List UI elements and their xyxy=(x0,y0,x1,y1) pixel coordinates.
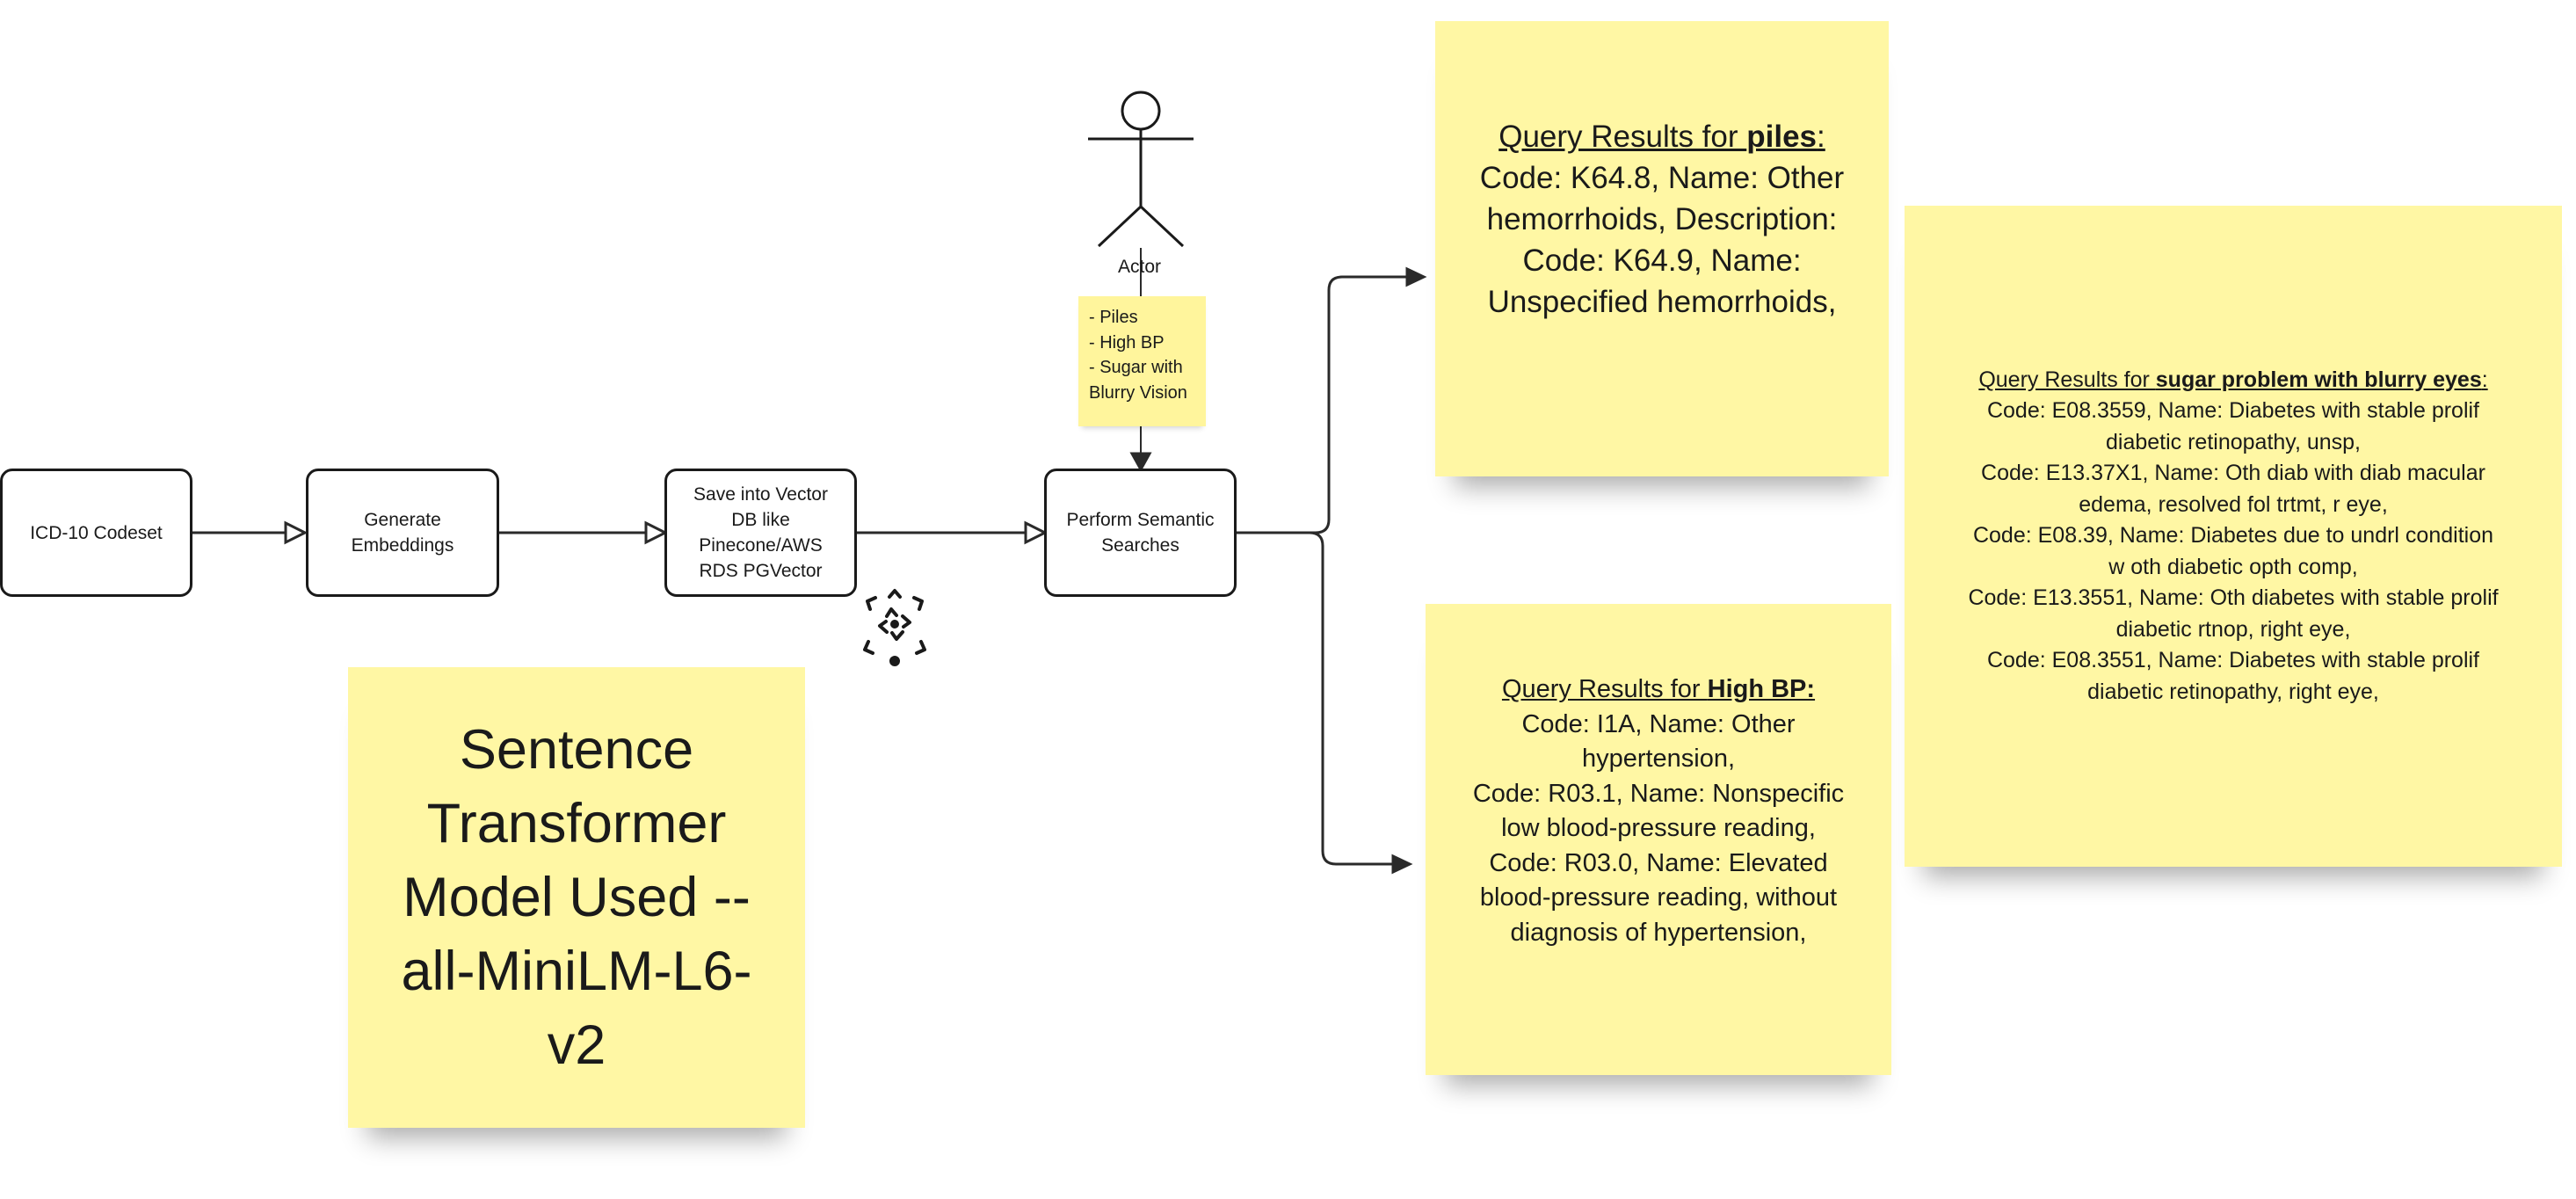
query-line: Blurry Vision xyxy=(1089,382,1187,403)
result-line: Code: R03.1, Name: Nonspecific low blood… xyxy=(1472,779,1845,843)
results-title: Query Results for sugar problem with blu… xyxy=(1978,367,2488,392)
results-title: Query Results for High BP: xyxy=(1501,675,1816,703)
query-line: - Sugar with xyxy=(1089,358,1183,377)
result-line: Code: E08.3551, Name: Diabetes with stab… xyxy=(1986,648,2480,704)
result-line: Code: E08.3559, Name: Diabetes with stab… xyxy=(1986,398,2480,454)
result-line: Code: R03.0, Name: Elevated blood-pressu… xyxy=(1479,848,1838,947)
result-line: Code: I1A, Name: Other hypertension, xyxy=(1521,709,1796,774)
arrowhead-highbp xyxy=(1391,854,1413,875)
node-semantic-search[interactable]: Perform Semantic Searches xyxy=(1044,469,1237,597)
connector-search-to-piles xyxy=(1237,275,1411,534)
results-piles-note[interactable]: Query Results for piles: Code: K64.8, Na… xyxy=(1435,21,1889,476)
node-vector-db[interactable]: Save into Vector DB like Pinecone/AWS RD… xyxy=(664,469,857,597)
result-line: Code: E13.3551, Name: Oth diabetes with … xyxy=(1968,585,2499,642)
result-line: Code: K64.9, Name: Unspecified hemorrhoi… xyxy=(1487,243,1837,319)
results-sugar-note[interactable]: Query Results for sugar problem with blu… xyxy=(1905,206,2562,867)
results-title: Query Results for piles: xyxy=(1498,120,1825,154)
arrowhead-embed xyxy=(284,520,308,545)
results-highbp-note[interactable]: Query Results for High BP: Code: I1A, Na… xyxy=(1426,604,1891,1075)
query-line: - High BP xyxy=(1089,332,1165,352)
actor-stick-figure-icon xyxy=(1088,91,1194,248)
arrowhead-piles xyxy=(1405,266,1427,287)
arrowhead-vector xyxy=(644,520,669,545)
query-line: - Piles xyxy=(1089,308,1138,327)
arrowhead-search xyxy=(1024,520,1049,545)
arrowhead-actor xyxy=(1129,452,1152,473)
node-icd-codeset[interactable]: ICD-10 Codeset xyxy=(0,469,192,597)
queries-note[interactable]: - Piles - High BP - Sugar with Blurry Vi… xyxy=(1078,296,1206,426)
result-line: Code: E08.39, Name: Diabetes due to undr… xyxy=(1972,523,2494,579)
actor-label: Actor xyxy=(1118,257,1162,277)
result-line: Code: K64.8, Name: Other hemorrhoids, De… xyxy=(1479,161,1845,236)
result-line: Code: E13.37X1, Name: Oth diab with diab… xyxy=(1981,461,2485,517)
ai-model-icon xyxy=(863,589,926,666)
connector-search-to-highbp xyxy=(1237,531,1396,866)
model-note[interactable]: Sentence Transformer Model Used -- all-M… xyxy=(348,667,805,1128)
node-generate-embeddings[interactable]: Generate Embeddings xyxy=(306,469,499,597)
model-note-text: Sentence Transformer Model Used -- all-M… xyxy=(401,719,752,1076)
